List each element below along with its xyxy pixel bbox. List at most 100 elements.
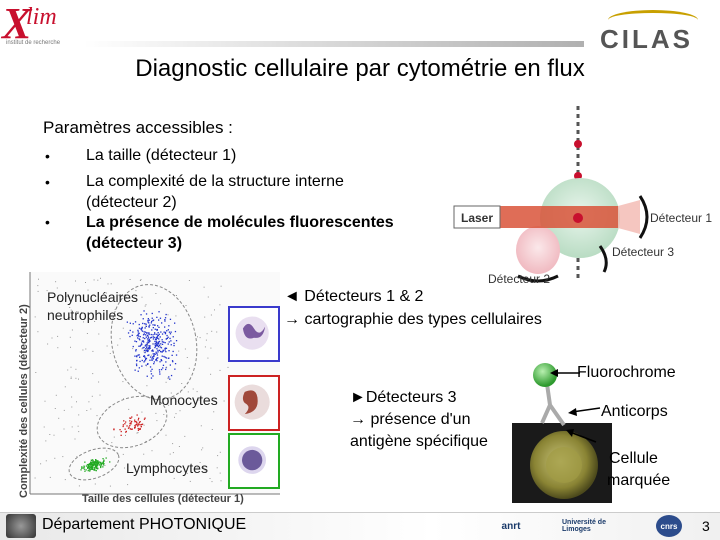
scatter-noise-point — [132, 348, 133, 349]
scatter-noise-point — [207, 333, 208, 334]
scatter-noise-point — [186, 305, 187, 306]
xlim-logo-text: lim — [26, 4, 57, 31]
scatter-noise-point — [220, 370, 221, 371]
scatter-point — [157, 350, 158, 351]
scatter-point — [97, 462, 98, 463]
scatter-noise-point — [205, 346, 206, 347]
scatter-noise-point — [163, 414, 164, 415]
scatter-point — [121, 431, 122, 432]
scatter-noise-point — [204, 287, 205, 288]
scatter-point — [160, 346, 161, 347]
scatter-noise-point — [213, 411, 214, 412]
scatter-point — [91, 467, 92, 468]
scatter-noise-point — [144, 425, 145, 426]
scatter-noise-point — [87, 333, 88, 334]
scatter-noise-point — [167, 378, 168, 379]
scatter-point — [152, 334, 153, 335]
scatter-point — [139, 367, 140, 368]
scatter-point — [175, 331, 176, 332]
scatter-noise-point — [75, 439, 76, 440]
scatter-point — [134, 420, 135, 421]
scatter-noise-point — [178, 351, 179, 352]
scatter-point — [159, 345, 160, 346]
scatter-noise-point — [78, 426, 79, 427]
scatter-point — [168, 376, 169, 377]
scatter-noise-point — [204, 317, 205, 318]
scatter-point — [156, 348, 157, 349]
scatter-point — [152, 320, 153, 321]
scatter-point — [138, 418, 139, 419]
scatter-point — [139, 338, 140, 339]
scatter-noise-point — [143, 454, 144, 455]
cell-arrow — [570, 432, 596, 442]
scatter-noise-point — [114, 437, 115, 438]
scatter-noise-point — [146, 365, 147, 366]
scatter-noise-point — [78, 379, 79, 380]
scatter-point — [126, 431, 127, 432]
scatter-point — [158, 332, 159, 333]
scatter-point — [176, 340, 177, 341]
scatter-point — [136, 341, 137, 342]
scatter-point — [153, 353, 154, 354]
scatter-point — [159, 373, 160, 374]
scatter-point — [132, 429, 133, 430]
scatter-point — [146, 324, 147, 325]
scatter-point — [84, 469, 85, 470]
scatter-noise-point — [201, 449, 202, 450]
scatter-point — [140, 328, 141, 329]
monocyte-cell-image — [228, 375, 280, 431]
scatter-point — [149, 346, 150, 347]
scatter-noise-point — [123, 328, 124, 329]
scatter-point — [170, 340, 171, 341]
scatter-point — [136, 423, 137, 424]
scatter-noise-point — [145, 326, 146, 327]
scatter-point — [133, 346, 134, 347]
scatter-point — [129, 426, 130, 427]
scatter-noise-point — [200, 337, 201, 338]
scatter-point — [157, 337, 158, 338]
scatter-point — [171, 344, 172, 345]
scatter-point — [138, 428, 139, 429]
scatter-point — [154, 325, 155, 326]
scatter-point — [144, 418, 145, 419]
scatter-point — [128, 428, 129, 429]
scatter-point — [147, 335, 148, 336]
scatter-cone — [516, 226, 560, 274]
scatter-point — [131, 416, 132, 417]
scatter-point — [144, 331, 145, 332]
scatter-point — [159, 350, 160, 351]
scatter-noise-point — [145, 306, 146, 307]
scatter-point — [161, 347, 162, 348]
marked-cell-label-line2: marquée — [607, 472, 670, 490]
scatter-point — [94, 464, 95, 465]
scatter-noise-point — [85, 349, 86, 350]
scatter-noise-point — [72, 426, 73, 427]
scatter-point — [140, 345, 141, 346]
scatter-point — [92, 464, 93, 465]
scatter-noise-point — [174, 478, 175, 479]
scatter-point — [144, 360, 145, 361]
forward-scatter-cone — [618, 200, 640, 234]
scatter-point — [145, 327, 146, 328]
scatter-point — [156, 341, 157, 342]
stream-particle — [574, 140, 582, 148]
scatter-point — [158, 343, 159, 344]
scatter-noise-point — [79, 485, 80, 486]
scatter-point — [103, 461, 104, 462]
scatter-point — [149, 320, 150, 321]
scatter-noise-point — [142, 348, 143, 349]
scatter-noise-point — [100, 278, 101, 279]
scatter-noise-point — [144, 351, 145, 352]
scatter-noise-point — [57, 347, 58, 348]
scatter-noise-point — [197, 336, 198, 337]
scatter-noise-point — [54, 435, 55, 436]
scatter-point — [125, 429, 126, 430]
scatter-noise-point — [71, 407, 72, 408]
scatter-point — [160, 318, 161, 319]
scatter-point — [158, 346, 159, 347]
scatter-point — [153, 327, 154, 328]
scatter-point — [142, 360, 143, 361]
scatter-noise-point — [216, 332, 217, 333]
scatter-noise-point — [54, 458, 55, 459]
scatter-point — [98, 463, 99, 464]
